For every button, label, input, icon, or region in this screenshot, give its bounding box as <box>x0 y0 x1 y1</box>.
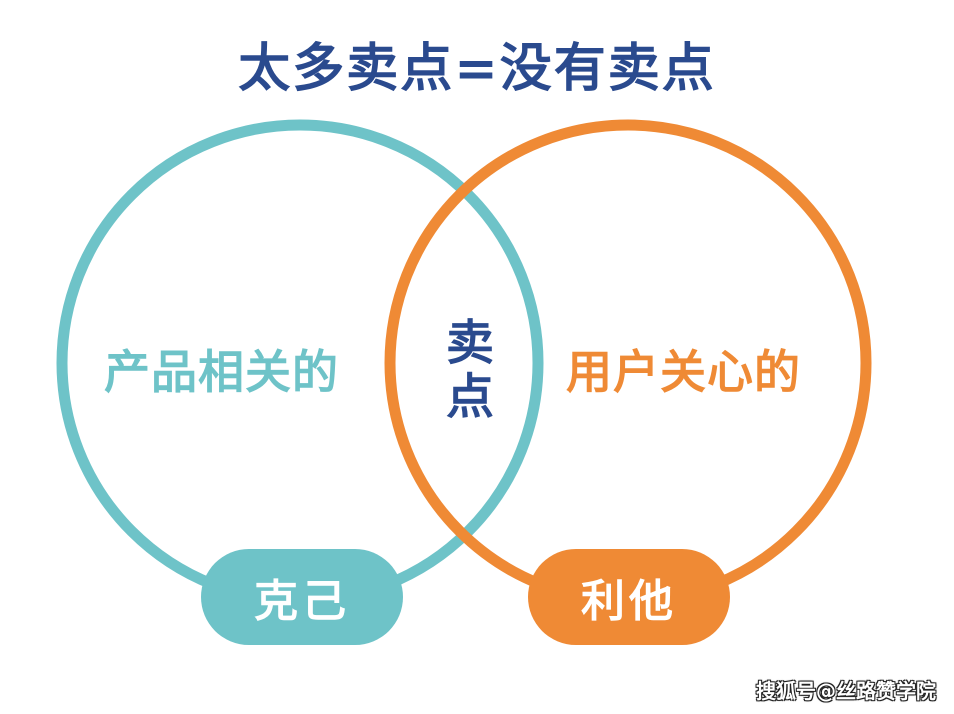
label-user-concerned: 用户关心的 <box>566 345 801 399</box>
label-product-related: 产品相关的 <box>104 345 339 399</box>
tag-altruism-text: 利他 <box>581 576 677 627</box>
label-selling-point-char-2: 点 <box>445 369 494 425</box>
tag-self-restraint: 克己 <box>201 549 403 645</box>
tag-self-restraint-text: 克己 <box>254 576 350 627</box>
tag-altruism: 利他 <box>528 549 730 645</box>
watermark: 搜狐号@丝路赞学院 <box>756 679 936 703</box>
label-selling-point-char-1: 卖 <box>445 315 494 371</box>
label-selling-point: 卖 点 <box>440 316 500 424</box>
diagram-title: 太多卖点=没有卖点 <box>238 39 716 99</box>
